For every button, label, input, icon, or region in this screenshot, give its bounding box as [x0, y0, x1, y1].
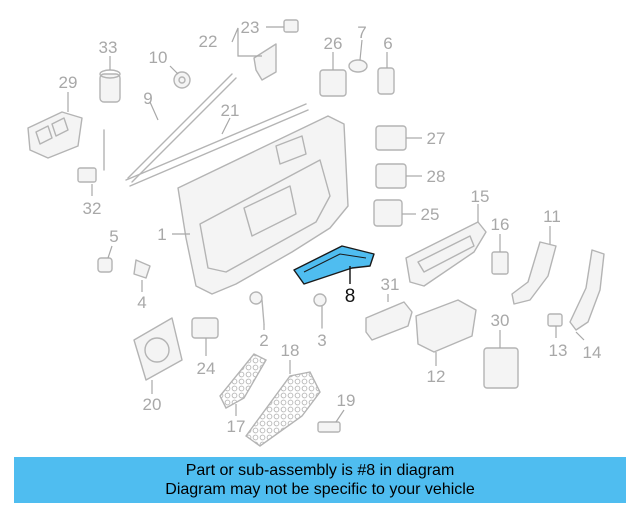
banner-line-part: Part or sub-assembly is #8 in diagram [185, 462, 455, 479]
callout-21: 21 [221, 101, 240, 120]
callout-9: 9 [143, 89, 152, 108]
part-11-handle [511, 226, 557, 305]
callout-13: 13 [549, 341, 568, 360]
callout-5: 5 [109, 227, 118, 246]
part-32-stud [77, 129, 105, 196]
part-1-door-trim-panel [172, 115, 349, 295]
part-24-bushing [191, 317, 219, 356]
callout-2: 2 [259, 331, 268, 350]
callout-3: 3 [317, 331, 326, 350]
part-22-bracket [231, 27, 277, 81]
part-12-housing [415, 299, 477, 366]
parts-diagram: 33 10 29 9 21 22 23 26 7 6 27 28 25 15 1… [27, 18, 605, 447]
callout-12: 12 [427, 367, 446, 386]
part-20-speaker-bracket [133, 317, 183, 394]
part-27-switch [375, 125, 422, 151]
part-16-cover [491, 234, 509, 275]
part-21-beltline-molding [125, 103, 309, 187]
callout-24: 24 [197, 359, 216, 378]
callout-23: 23 [241, 18, 260, 37]
part-23-screw [266, 19, 299, 33]
part-5-clip [97, 245, 113, 273]
info-banner: Part or sub-assembly is #8 in diagram Di… [14, 457, 626, 503]
part-19-cover [317, 409, 345, 433]
callout-26: 26 [324, 34, 343, 53]
callout-25: 25 [421, 205, 440, 224]
part-15-switch-bezel [405, 204, 487, 287]
callout-1: 1 [157, 225, 166, 244]
callout-8-highlighted: 8 [345, 286, 356, 307]
part-17-speaker-grille [219, 353, 267, 416]
callout-20: 20 [143, 395, 162, 414]
part-10-grommet [169, 65, 191, 89]
part-2-screw [249, 291, 265, 330]
callout-33: 33 [99, 38, 118, 57]
callout-14: 14 [583, 343, 602, 362]
callout-27: 27 [427, 129, 446, 148]
callout-15: 15 [471, 187, 490, 206]
callout-4: 4 [137, 293, 146, 312]
callout-11: 11 [543, 207, 561, 226]
part-31-bracket [365, 294, 413, 341]
callout-7: 7 [357, 23, 366, 42]
callout-6: 6 [383, 34, 392, 53]
part-6-switch [377, 52, 395, 95]
part-13-clip [547, 313, 563, 338]
callout-19: 19 [337, 391, 356, 410]
part-7-plug [348, 39, 368, 73]
callout-29: 29 [59, 73, 78, 92]
callout-16: 16 [491, 215, 510, 234]
callout-10: 10 [149, 48, 168, 67]
callout-31: 31 [381, 275, 400, 294]
callout-32: 32 [83, 199, 102, 218]
banner-line-disclaimer: Diagram may not be specific to your vehi… [165, 481, 475, 498]
callout-22: 22 [199, 32, 218, 51]
part-3-screw [313, 293, 327, 329]
armrest-highlight [293, 245, 375, 285]
callout-18: 18 [281, 341, 300, 360]
part-26-switch [319, 52, 347, 97]
part-4-fastener [133, 259, 151, 292]
part-9-weatherstrip [127, 73, 237, 183]
part-14-trim [569, 249, 605, 341]
callout-28: 28 [427, 167, 446, 186]
callout-30: 30 [491, 311, 510, 330]
part-18-speaker-grille [245, 360, 321, 447]
callout-17: 17 [227, 417, 246, 436]
part-8-armrest [293, 245, 375, 285]
part-28-switch [375, 163, 422, 189]
part-29-switch-panel [27, 92, 83, 159]
part-30-module [483, 330, 519, 389]
part-25-switch [373, 199, 416, 227]
part-33-clip [99, 56, 121, 103]
